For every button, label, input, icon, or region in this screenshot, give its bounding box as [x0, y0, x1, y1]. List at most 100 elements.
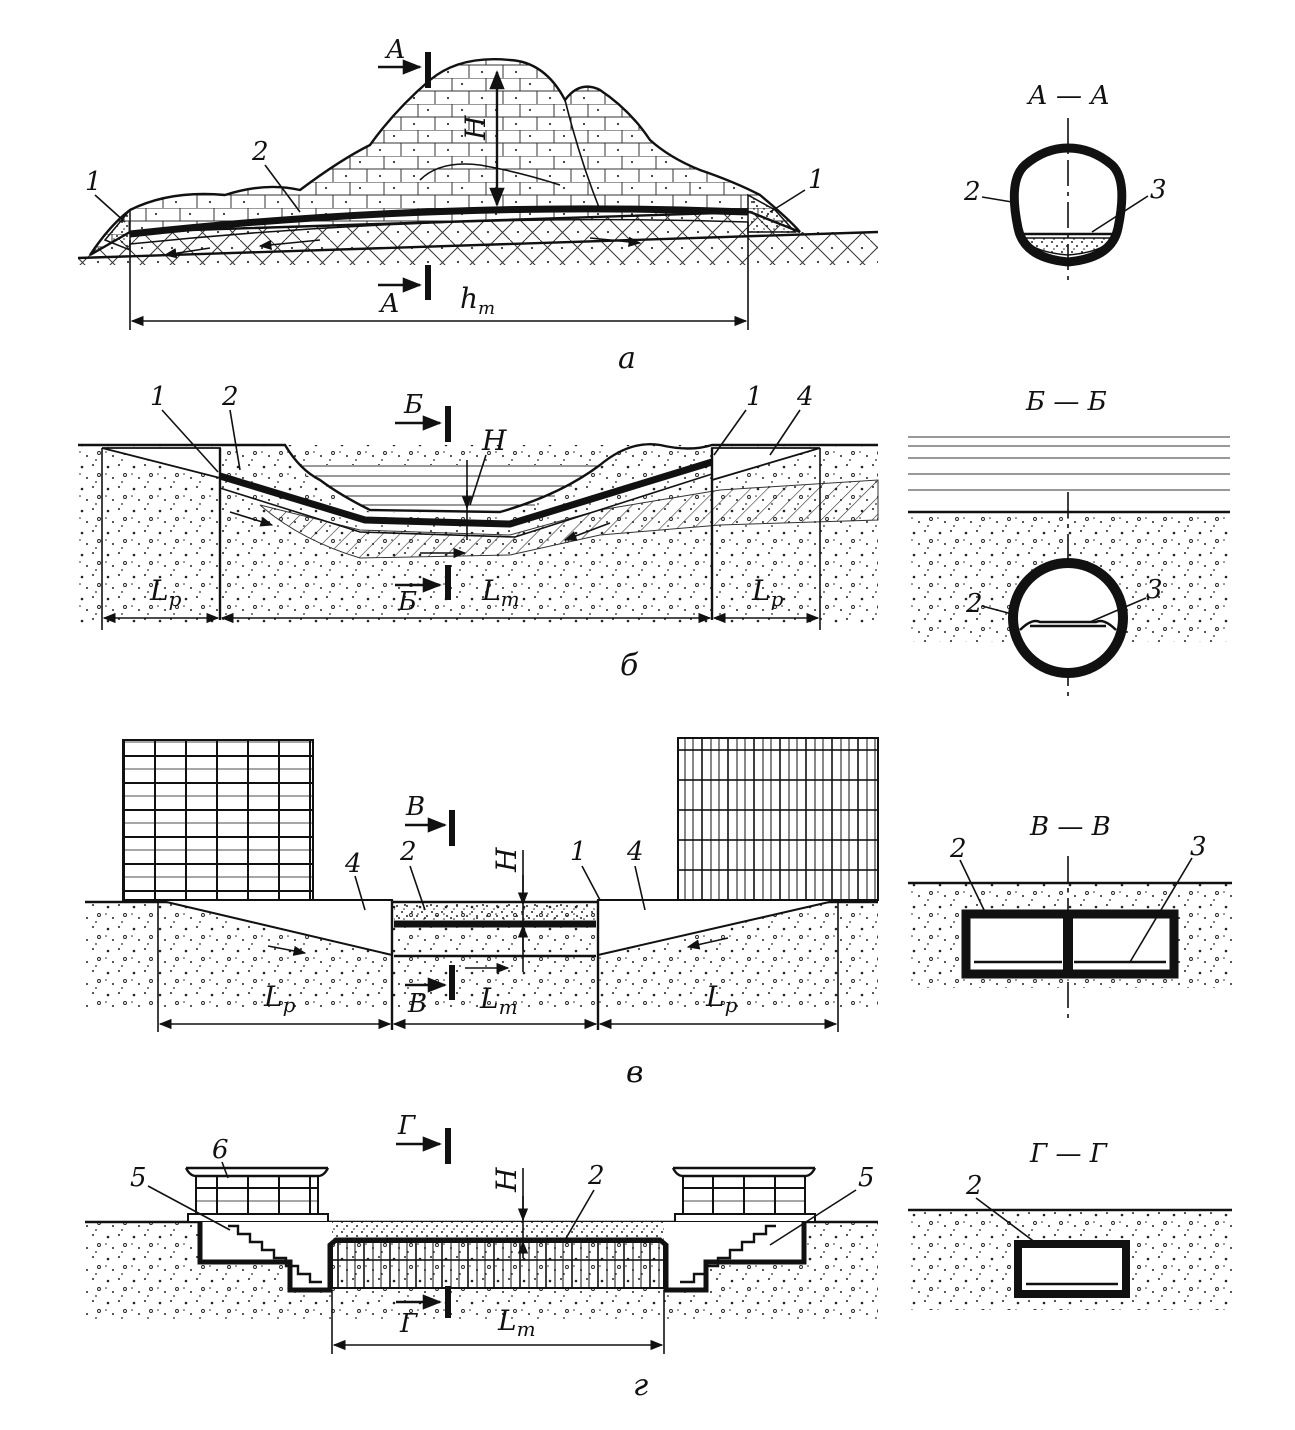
label-pavilion-g: 6: [212, 1135, 229, 1165]
xs-partition-v: [1063, 914, 1073, 974]
label-portal-v: 1: [570, 837, 587, 867]
label-lt-v: Lт: [479, 982, 518, 1019]
cross-section-v: В — В 2 3: [908, 812, 1232, 1020]
label-lp-left-v: Lp: [263, 980, 296, 1017]
svg-text:Б: Б: [403, 390, 423, 420]
panel-a-ground-line: [77, 230, 879, 260]
panel-b: H Б Б Lp Lт Lp 1 2 1 4 б Б: [78, 382, 1230, 700]
xs-roadway-b: [1019, 619, 1117, 631]
tunnel-a-invert: [129, 218, 749, 245]
caption-b: б: [620, 648, 639, 683]
flow-arrow-v3: [686, 937, 729, 950]
label-lt-g: Lт: [497, 1304, 536, 1341]
building-right: [677, 737, 879, 901]
label-tunnel-g: 2: [587, 1161, 605, 1191]
label-xs-roadway-b: 3: [1146, 575, 1163, 605]
label-stair-right-g: 5: [858, 1163, 875, 1193]
cross-section-b: Б — Б 2 3: [908, 387, 1230, 700]
label-tunnel-v: 2: [399, 837, 417, 867]
label-lp-right-b: Lp: [751, 574, 784, 611]
mountain-fault: [564, 99, 601, 211]
xs-lining-g: [1014, 1240, 1130, 1298]
label-tunnel-b: 2: [221, 382, 239, 412]
label-xs-lining-v: 2: [949, 834, 967, 864]
label-ramp-right-v: 4: [626, 837, 644, 867]
svg-text:Г: Г: [397, 1111, 416, 1141]
river-water: [298, 465, 600, 512]
panel-v: H В В Lp Lт Lp 4 2 1 4 в В — В: [85, 737, 1232, 1090]
caption-v: в: [626, 1055, 643, 1090]
mountain-fold: [419, 163, 561, 186]
xs-lining-b: [1008, 558, 1128, 678]
panel-a: H А А hт 1 2 1 а А — А: [77, 35, 1167, 376]
label-lp-left-b: Lp: [149, 574, 182, 611]
label-h-b: H: [481, 424, 507, 457]
label-ramp-left-v: 4: [344, 849, 362, 879]
section-title-b: Б — Б: [1025, 387, 1107, 417]
tunnel-b-invert: [219, 473, 713, 538]
tunnel-b: [218, 458, 714, 528]
label-tunnel-a: 2: [251, 137, 269, 167]
portal-right-a: [747, 193, 797, 233]
section-title-a: А — А: [1026, 81, 1110, 111]
label-stair-left-g: 5: [130, 1163, 147, 1193]
section-marker-v-top: В: [405, 792, 455, 846]
label-portal-right-b: 1: [746, 382, 763, 412]
caption-g: г: [633, 1368, 648, 1403]
svg-text:Г: Г: [399, 1309, 418, 1339]
section-marker-b-bottom: Б: [395, 565, 451, 617]
svg-text:Б: Б: [397, 587, 417, 617]
section-marker-b-top: Б: [395, 390, 451, 442]
section-marker-a-bottom: А: [378, 265, 431, 319]
label-h-a: H: [459, 115, 492, 141]
tunnel-g-body: [331, 1241, 665, 1289]
riverbed-profile: [78, 443, 878, 514]
panel-g: H Г Г Lт 6 5 2 5 г Г — Г: [85, 1111, 1232, 1403]
flow-arrow-v1: [267, 945, 307, 956]
xs-lining-a: [1009, 143, 1127, 267]
section-marker-v-bottom: В: [405, 965, 455, 1019]
cross-section-g: Г — Г 2: [908, 1139, 1232, 1310]
label-ramp-b: 4: [796, 382, 814, 412]
section-title-g: Г — Г: [1029, 1139, 1108, 1169]
caption-a: а: [618, 341, 636, 376]
svg-text:А: А: [384, 35, 406, 65]
tunnel-g-cover: [332, 1222, 664, 1240]
label-xs-roadway-a: 3: [1150, 175, 1167, 205]
river-water-lines: [302, 465, 598, 506]
label-portal-left-a: 1: [85, 167, 102, 197]
label-lt-b: Lт: [481, 574, 520, 611]
pavilion-right: [671, 1166, 817, 1223]
flow-arrow-a1: [258, 239, 321, 250]
section-marker-a-top: А: [378, 35, 431, 88]
label-portal-right-a: 1: [808, 165, 825, 195]
section-marker-g-bottom: Г: [396, 1286, 451, 1339]
flow-arrow-a2: [163, 247, 211, 259]
flow-arrow-a3: [589, 236, 642, 247]
building-left: [122, 739, 314, 901]
pavilion-left: [184, 1166, 330, 1223]
label-xs-lining-b: 2: [965, 589, 983, 619]
tunnel-a: [129, 205, 749, 238]
tunnel-fill-v: [394, 905, 596, 921]
xs-water-b: [908, 436, 1230, 491]
label-length-a: hт: [460, 282, 495, 319]
section-marker-g-top: Г: [396, 1111, 451, 1164]
flow-arrow-b1: [229, 511, 274, 527]
flow-arrow-b3: [563, 522, 611, 541]
section-title-v: В — В: [1029, 812, 1111, 842]
stair-left: [228, 1224, 322, 1284]
label-lp-right-v: Lp: [705, 980, 738, 1017]
svg-text:А: А: [378, 289, 400, 319]
svg-text:В: В: [407, 989, 427, 1019]
label-h-v: H: [490, 847, 523, 873]
label-h-g: H: [490, 1167, 523, 1193]
label-xs-lining-a: 2: [963, 177, 981, 207]
label-xs-lining-g: 2: [965, 1171, 983, 1201]
xs-roadway-a: [1022, 237, 1114, 256]
cross-section-a: А — А 2 3: [963, 81, 1167, 285]
stair-right: [680, 1224, 776, 1284]
label-portal-left-b: 1: [150, 382, 167, 412]
